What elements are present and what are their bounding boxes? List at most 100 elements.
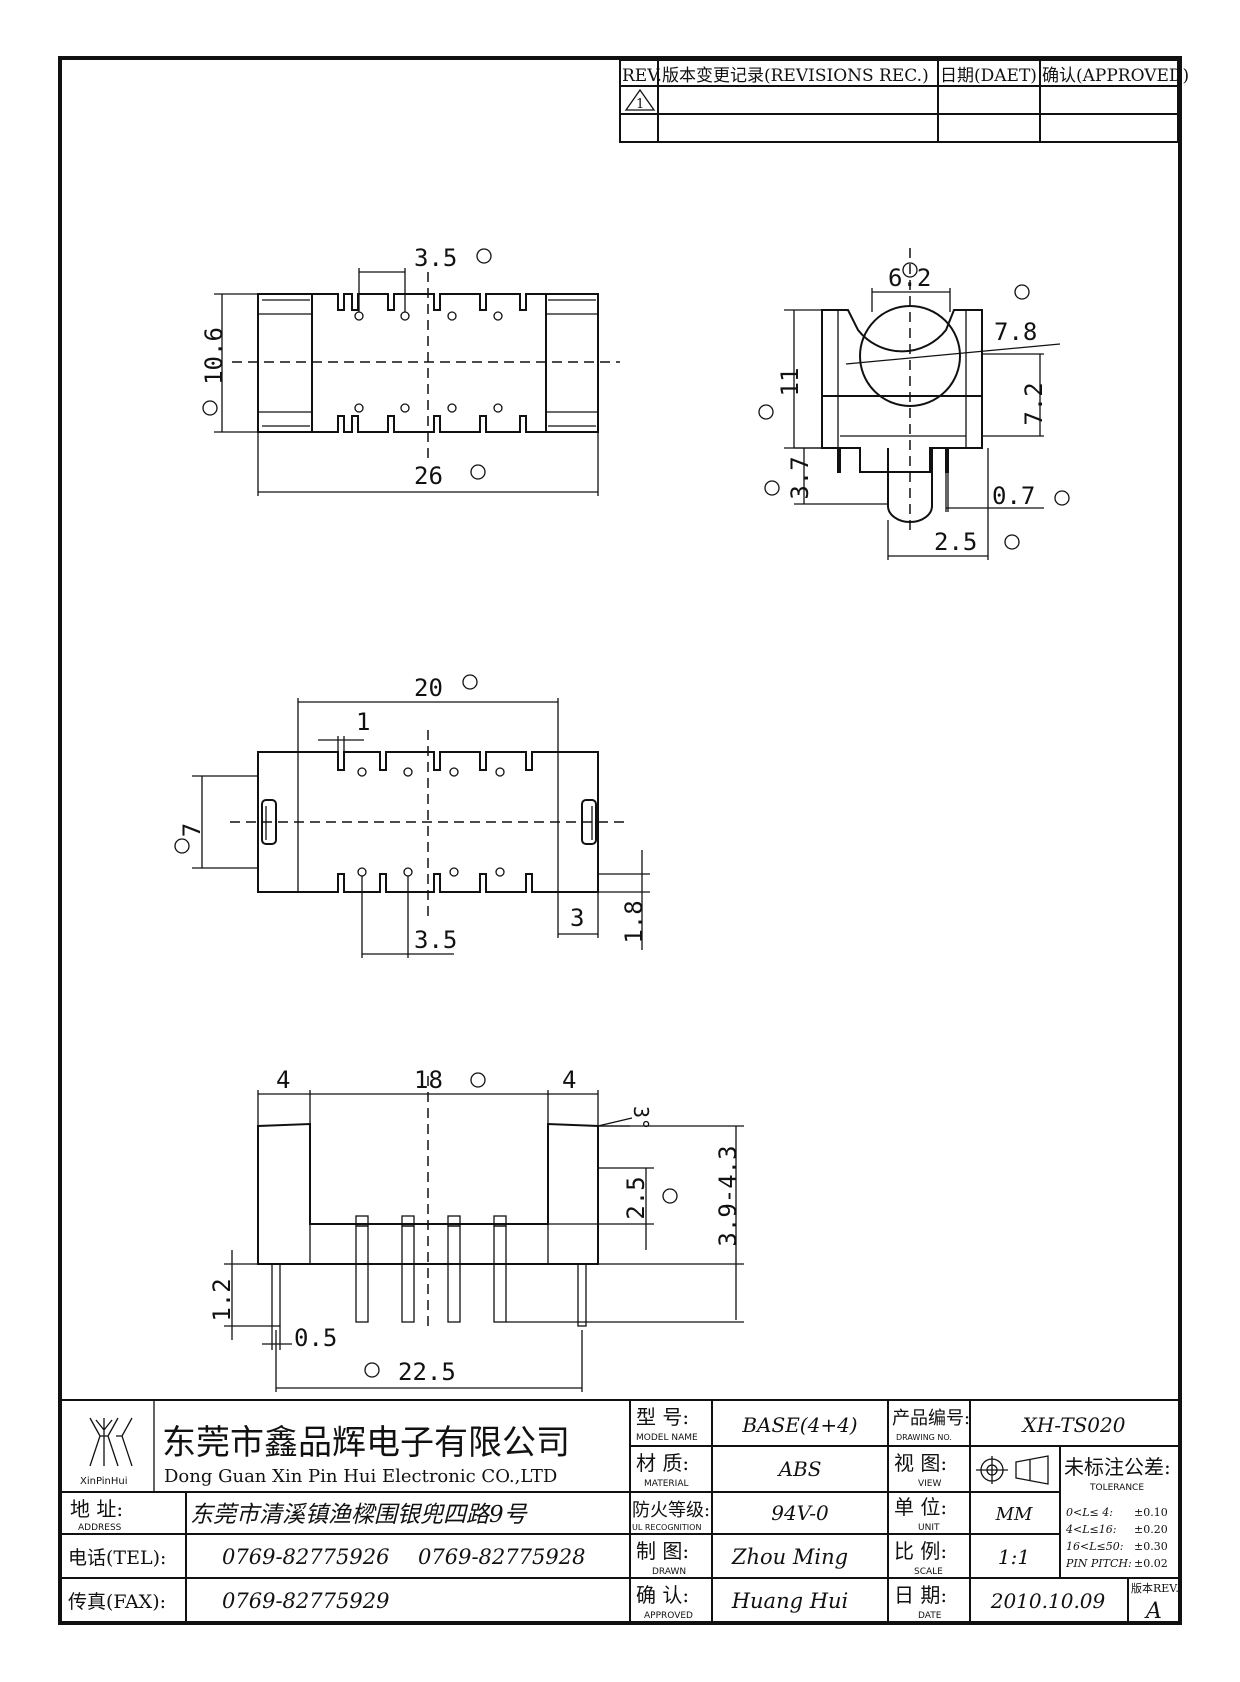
approved-value: Huang Hui: [731, 1589, 849, 1613]
tolerance-value: ±0.20: [1134, 1523, 1168, 1536]
date-header: 日期(DAET): [940, 66, 1037, 86]
dim-top-pitch: 3.5: [414, 244, 457, 272]
dim-side-pin: 3.7: [786, 456, 814, 499]
drawing-no-label: 产品编号:: [892, 1408, 970, 1429]
dim-bottom-length: 20: [414, 674, 443, 702]
logo-text: XinPinHui: [80, 1476, 128, 1487]
top-view: 3.5 10.6 26: [200, 244, 620, 496]
tolerance-label-en: TOLERANCE: [1089, 1483, 1144, 1493]
marker-e: [764, 480, 780, 496]
dimension-markers: [174, 248, 1070, 1378]
rev-mark: 1: [636, 97, 644, 112]
sheet-frame: [58, 56, 1182, 1625]
dim-bottom-slot: 1: [356, 708, 370, 736]
dim-bottom-slot-depth: 1.8: [620, 900, 648, 943]
dim-side-height: 11: [776, 368, 804, 397]
dim-front-middle: 18: [414, 1066, 443, 1094]
dim-bottom-end: 3: [570, 904, 584, 932]
dim-side-diameter: 7.8: [994, 318, 1037, 346]
approved-header: 确认(APPROVED): [1042, 66, 1189, 86]
drawn-label: 制 图:: [636, 1539, 689, 1563]
tolerance-range: 4<L≤16:: [1065, 1523, 1116, 1536]
company-name-cn: 东莞市鑫品辉电子有限公司: [162, 1423, 570, 1463]
drawing-no-value: XH-TS020: [1021, 1413, 1126, 1437]
date-label: 日 期:: [894, 1583, 947, 1607]
unit-label-en: UNIT: [918, 1523, 940, 1533]
marker-f: [758, 404, 774, 420]
dim-front-leg-width: 0.5: [294, 1324, 337, 1352]
rev-value: A: [1144, 1599, 1162, 1624]
dim-front-leg-span: 22.5: [398, 1358, 456, 1386]
unit-value: MM: [995, 1504, 1033, 1525]
company-logo: XinPinHui: [80, 1417, 133, 1487]
marker-d: [902, 262, 918, 278]
tolerance-range: 0<L≤ 4:: [1066, 1506, 1113, 1519]
model-label-en: MODEL NAME: [636, 1433, 698, 1443]
projection-symbol-icon: [976, 1455, 1049, 1485]
tolerance-value: ±0.02: [1134, 1557, 1168, 1570]
marker-g: [1014, 284, 1030, 300]
drawing-no-label-en: DRAWING NO.: [896, 1433, 952, 1442]
approved-label: 确 认:: [636, 1583, 689, 1607]
scale-label: 比 例:: [894, 1539, 947, 1563]
dim-side-opening: 6.2: [888, 264, 931, 292]
company-name-en: Dong Guan Xin Pin Hui Electronic CO.,LTD: [164, 1466, 557, 1487]
rev-header: REV.: [622, 66, 662, 86]
address-label: 地 址:: [70, 1497, 123, 1521]
marker-b: [470, 464, 486, 480]
drawn-value: Zhou Ming: [731, 1545, 848, 1569]
revisions-header: 版本变更记录(REVISIONS REC.): [662, 66, 929, 86]
fax-label: 传真(FAX):: [68, 1591, 166, 1613]
marker-m: [662, 1188, 678, 1204]
marker-k: [174, 838, 190, 854]
tolerance-value: ±0.10: [1134, 1506, 1168, 1519]
dim-side-pin-width: 0.7: [992, 482, 1035, 510]
marker-c: [476, 248, 492, 264]
drawn-label-en: DRAWN: [652, 1567, 686, 1577]
dim-front-right: 4: [562, 1066, 576, 1094]
view-label: 视 图:: [894, 1451, 947, 1475]
tolerance-value: ±0.30: [1134, 1540, 1168, 1553]
bottom-view: 20 1 7 3.5 3 1.8: [178, 674, 650, 958]
rev-label: 版本REV.: [1131, 1581, 1179, 1595]
dim-bottom-pitch: 3.5: [414, 926, 457, 954]
tolerance-table: 0<L≤ 4: ±0.10 4<L≤16: ±0.20 16<L≤50: ±0.…: [1065, 1506, 1168, 1570]
marker-l: [470, 1072, 486, 1088]
flame-label: 防火等级:: [632, 1500, 710, 1521]
model-value: BASE(4+4): [741, 1413, 857, 1437]
tel-label: 电话(TEL):: [68, 1547, 166, 1569]
scale-label-en: SCALE: [914, 1567, 943, 1577]
tolerance-range: 16<L≤50:: [1066, 1540, 1123, 1553]
dim-side-body: 7.2: [1020, 382, 1048, 425]
marker-i: [1004, 534, 1020, 550]
dim-front-pin-height: 2.5: [622, 1176, 650, 1219]
marker-j: [462, 674, 478, 690]
marker-a: [202, 400, 218, 416]
material-value: ABS: [777, 1457, 822, 1481]
material-label-en: MATERIAL: [644, 1479, 689, 1489]
dim-front-total: 3.9-4.3: [714, 1145, 742, 1246]
model-label: 型 号:: [636, 1405, 689, 1429]
date-label-en: DATE: [918, 1611, 942, 1621]
tolerance-range: PIN PITCH:: [1065, 1557, 1132, 1570]
side-view: 6.2 7.8 11 7.2 3.7 0.7 2.5: [776, 248, 1061, 560]
date-value: 2010.10.09: [990, 1589, 1106, 1613]
unit-label: 单 位:: [894, 1495, 947, 1519]
address-label-en: ADDRESS: [78, 1523, 122, 1533]
view-label-en: VIEW: [918, 1479, 941, 1489]
revision-triangle-icon: [624, 88, 656, 111]
revision-table: REV. 版本变更记录(REVISIONS REC.) 日期(DAET) 确认(…: [619, 59, 1189, 143]
marker-h: [1054, 490, 1070, 506]
material-label: 材 质:: [636, 1451, 689, 1475]
address-value: 东莞市清溪镇渔樑围银兜四路9号: [190, 1502, 528, 1528]
tolerance-label: 未标注公差:: [1064, 1455, 1171, 1479]
dim-top-width: 10.6: [200, 327, 228, 385]
dim-front-leg: 1.2: [208, 1278, 236, 1321]
title-block: XinPinHui 东莞市鑫品辉电子有限公司 Dong Guan Xin Pin…: [60, 1399, 1179, 1624]
tel-value-2: 0769-82775928: [418, 1545, 585, 1569]
flame-label-en: UL RECOGNITION: [632, 1523, 701, 1532]
dim-top-length: 26: [414, 462, 443, 490]
fax-value: 0769-82775929: [222, 1589, 389, 1613]
flame-value: 94V-0: [771, 1501, 829, 1525]
